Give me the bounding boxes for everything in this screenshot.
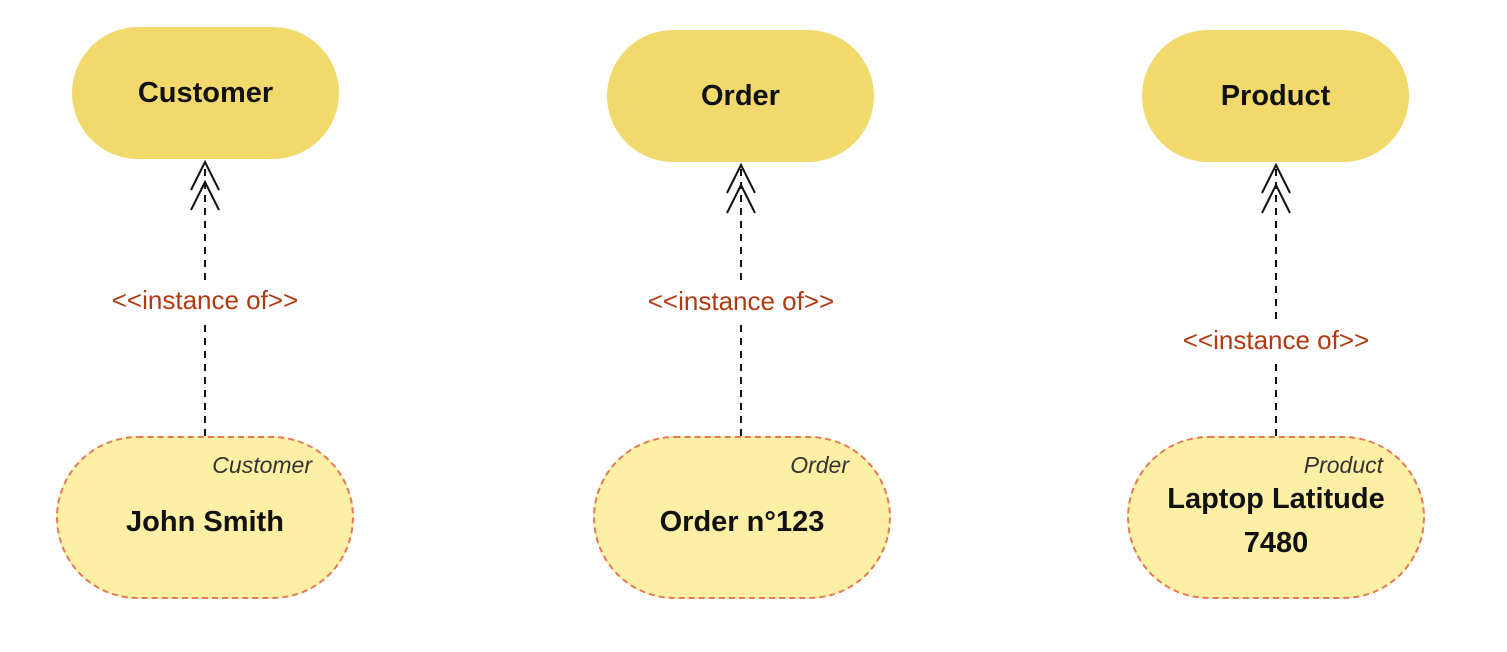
arrowhead-outer [726,162,756,194]
instance-name-line-2: 7480 [1243,527,1309,559]
relation-label-customer: <<instance of>> [85,281,325,320]
instance-name: Order n°123 [659,506,825,538]
arrowhead-outer [1261,162,1291,194]
instance-type-label: Customer [212,452,312,478]
class-node-order[interactable]: Order [607,30,874,162]
instance-node-order[interactable]: Order Order n°123 [593,436,891,599]
instance-type-label: Order [790,452,849,478]
instance-name: John Smith [126,506,284,538]
arrowhead-inner [190,179,220,211]
arrowhead-inner [1261,182,1291,214]
class-node-product[interactable]: Product [1142,30,1409,162]
instance-node-product[interactable]: Product Laptop Latitude 7480 [1127,436,1425,599]
class-label: Product [1220,79,1331,112]
arrowhead-inner [726,182,756,214]
instance-node-customer[interactable]: Customer John Smith [56,436,354,599]
instance-name-line-1: Laptop Latitude [1167,483,1385,515]
arrowhead-outer [190,159,220,191]
relation-label-order: <<instance of>> [621,282,861,321]
class-label: Customer [137,76,274,109]
instance-type-label: Product [1303,452,1383,478]
connector-product [1261,162,1291,436]
relation-label-product: <<instance of>> [1156,321,1396,360]
class-node-customer[interactable]: Customer [72,27,339,159]
class-label: Order [701,79,780,112]
